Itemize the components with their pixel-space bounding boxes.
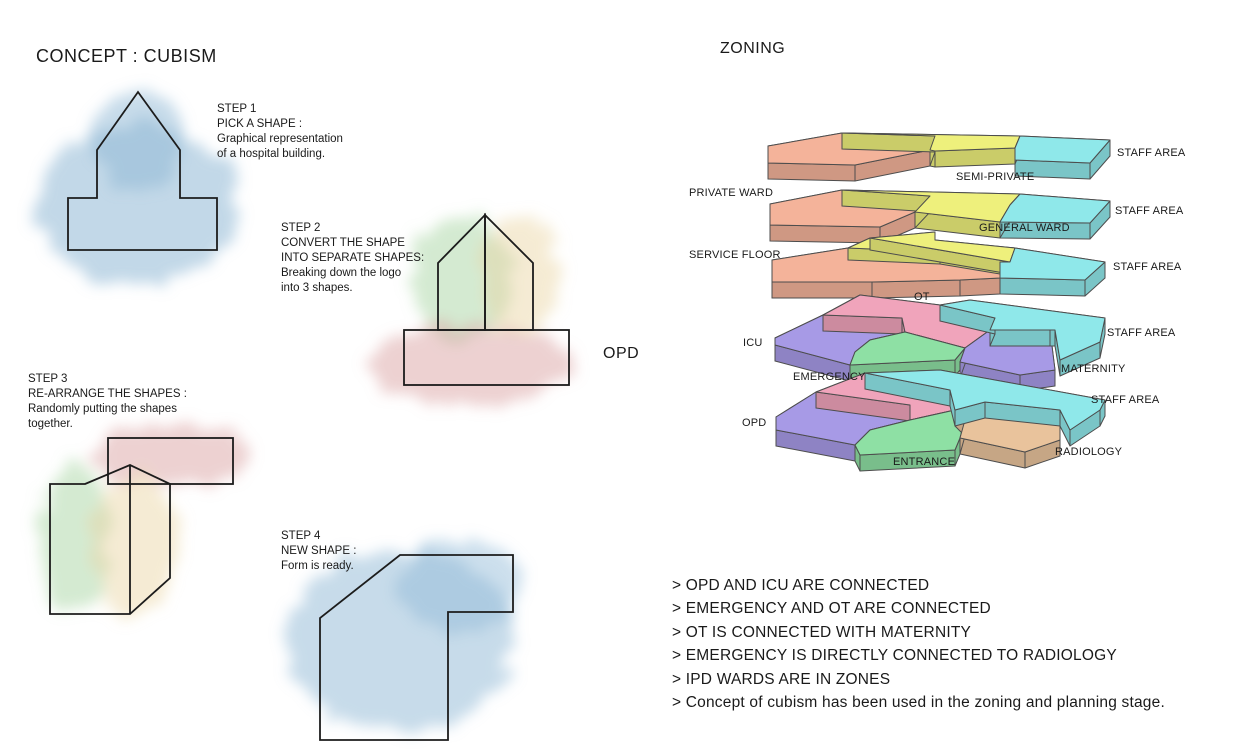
step4-line: Form is ready.: [281, 560, 354, 572]
zoning-floors: [767, 132, 1111, 472]
step1-house-outline: [67, 90, 218, 251]
note-line: > Concept of cubism has been used in the…: [672, 694, 1165, 712]
zone-label-private-ward: PRIVATE WARD: [689, 187, 774, 199]
connection-notes: > OPD AND ICU ARE CONNECTED > EMERGENCY …: [672, 574, 1165, 714]
zone-label-radiology: RADIOLOGY: [1055, 446, 1123, 458]
step1-line: PICK A SHAPE :: [217, 118, 303, 130]
step1-heading: STEP 1: [217, 103, 257, 115]
step2-line: into 3 shapes.: [281, 282, 353, 294]
zone-label-service-floor: SERVICE FLOOR: [689, 249, 781, 261]
zone-label-ot: OT: [914, 291, 930, 303]
floor5-staff-top: [864, 369, 1106, 431]
step3-line: Randomly putting the shapes: [28, 403, 177, 415]
note-line: > OT IS CONNECTED WITH MATERNITY: [672, 623, 972, 641]
zone-label-icu: ICU: [743, 337, 763, 349]
zone-label-staff-area: STAFF AREA: [1117, 147, 1186, 159]
concept-title: CONCEPT : CUBISM: [36, 46, 217, 66]
step2-line: CONVERT THE SHAPE: [281, 237, 405, 249]
floor2-cyan-top: [999, 193, 1111, 224]
step4-text: STEP 4 NEW SHAPE : Form is ready.: [281, 529, 356, 574]
step1-line: of a hospital building.: [217, 148, 326, 160]
zoning-title: ZONING: [720, 40, 786, 57]
note-line: > EMERGENCY AND OT ARE CONNECTED: [672, 600, 991, 618]
zone-label-staff-area: STAFF AREA: [1091, 394, 1160, 406]
zone-label-entrance: ENTRANCE: [893, 456, 956, 468]
step4-heading: STEP 4: [281, 530, 321, 542]
floor3-peach-side: [959, 277, 1001, 297]
step3-line: together.: [28, 418, 73, 430]
zone-label-staff-area: STAFF AREA: [1107, 327, 1176, 339]
step4-line: NEW SHAPE :: [281, 545, 357, 557]
floor3-peach-side: [771, 281, 873, 299]
zone-label-emergency: EMERGENCY: [793, 371, 866, 383]
floor4-staff-side: [989, 329, 1051, 347]
floor3-cyan-side: [999, 277, 1086, 297]
note-line: > IPD WARDS ARE IN ZONES: [672, 670, 891, 688]
step4-new-shape-outline: [319, 554, 514, 741]
floor1-cyan-top: [1014, 135, 1111, 164]
step2-heading: STEP 2: [281, 222, 321, 234]
zone-label-opd: OPD: [742, 417, 767, 429]
zone-label-staff-area: STAFF AREA: [1113, 261, 1182, 273]
floor2-peach-side: [769, 224, 881, 244]
step3-heading: STEP 3: [28, 373, 68, 385]
note-line: > OPD AND ICU ARE CONNECTED: [672, 577, 930, 594]
step1-line: Graphical representation: [217, 133, 343, 145]
step3-line: RE-ARRANGE THE SHAPES :: [28, 388, 187, 400]
step2-line: INTO SEPARATE SHAPES:: [281, 252, 425, 264]
concept-outlines: [49, 90, 570, 741]
step2-line: Breaking down the logo: [281, 267, 402, 279]
watercolor-washes: [38, 90, 570, 730]
floor3-cyan-top: [999, 247, 1106, 281]
floor4-emergency-top: [849, 331, 966, 366]
step2-split-outline: [403, 212, 570, 386]
step3-rearranged-outline: [49, 437, 234, 615]
floor1-peach-side: [767, 162, 856, 182]
opd-concept-label: OPD: [603, 345, 640, 362]
zone-label-general-ward: GENERAL WARD: [979, 222, 1070, 234]
floor4-staff-top: [939, 299, 1106, 361]
zone-label-semi-private: SEMI-PRIVATE: [956, 171, 1035, 183]
note-line: > EMERGENCY IS DIRECTLY CONNECTED TO RAD…: [672, 647, 1117, 665]
step3-text: STEP 3 RE-ARRANGE THE SHAPES : Randomly …: [28, 372, 187, 432]
floor4-staff-side: [1049, 329, 1056, 347]
step1-text: STEP 1 PICK A SHAPE : Graphical represen…: [217, 102, 343, 162]
zone-label-staff-area: STAFF AREA: [1115, 205, 1184, 217]
zone-label-maternity: MATERNITY: [1061, 363, 1126, 375]
step2-text: STEP 2 CONVERT THE SHAPE INTO SEPARATE S…: [281, 221, 424, 296]
floor3-yellow2-top: [869, 231, 1016, 263]
